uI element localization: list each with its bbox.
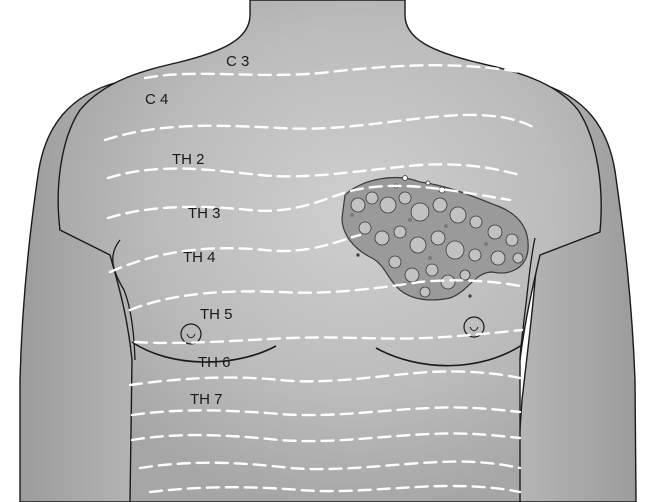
label-th7: TH 7	[190, 391, 223, 408]
label-c4: C 4	[145, 91, 168, 108]
label-th3: TH 3	[188, 205, 221, 222]
label-th6: TH 6	[198, 354, 231, 371]
label-th5: TH 5	[200, 306, 233, 323]
label-th2: TH 2	[172, 151, 205, 168]
label-c3: C 3	[226, 53, 249, 70]
label-th4: TH 4	[183, 249, 216, 266]
